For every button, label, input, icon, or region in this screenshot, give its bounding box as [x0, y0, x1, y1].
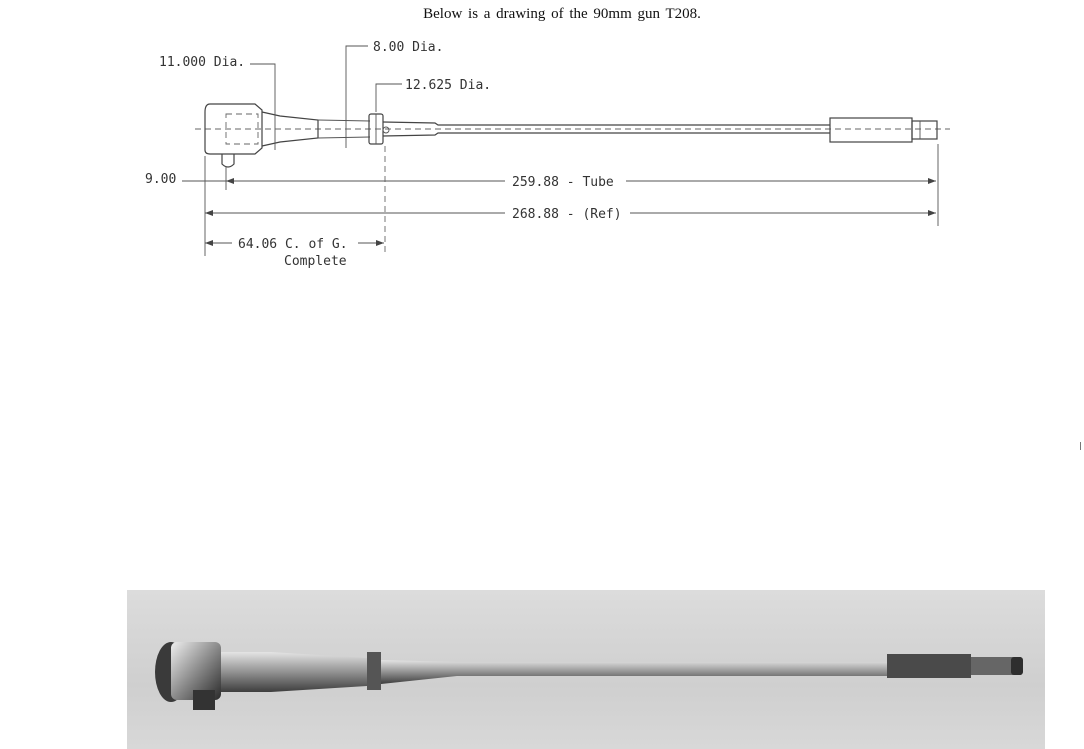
collar-dia-label: 12.625 Dia. — [405, 78, 491, 93]
collar-dia-leader — [375, 83, 402, 112]
breech-dia-leader — [250, 63, 276, 150]
document-heading: Below is a drawing of the 90mm gun T208. — [423, 6, 701, 22]
tube-top — [382, 121, 830, 126]
tube-dia-leader — [345, 45, 368, 148]
tube-dia-label: 8.00 Dia. — [373, 40, 443, 55]
chamber-taper — [261, 111, 319, 147]
muzzle-section — [829, 117, 913, 143]
breech-hidden-lines — [225, 113, 259, 145]
gun-photograph — [127, 590, 1045, 749]
muzzle-end — [911, 120, 938, 140]
tube-length-label: 259.88 - Tube — [512, 175, 614, 190]
breech-dia-label: 11.000 Dia. — [159, 55, 245, 70]
ref-length-label: 268.88 - (Ref) — [512, 207, 622, 222]
breech-lug — [221, 154, 235, 168]
tube-bottom — [382, 132, 830, 137]
cog-sub-label: Complete — [284, 254, 347, 269]
margin-mark — [1080, 442, 1081, 450]
gun-technical-drawing: 11.000 Dia. 8.00 Dia. 12.625 Dia. 9.00 2… — [145, 40, 950, 269]
cog-label: 64.06 C. of G. — [238, 237, 348, 252]
breech-outline — [204, 103, 263, 155]
breech-offset-label: 9.00 — [145, 172, 176, 187]
